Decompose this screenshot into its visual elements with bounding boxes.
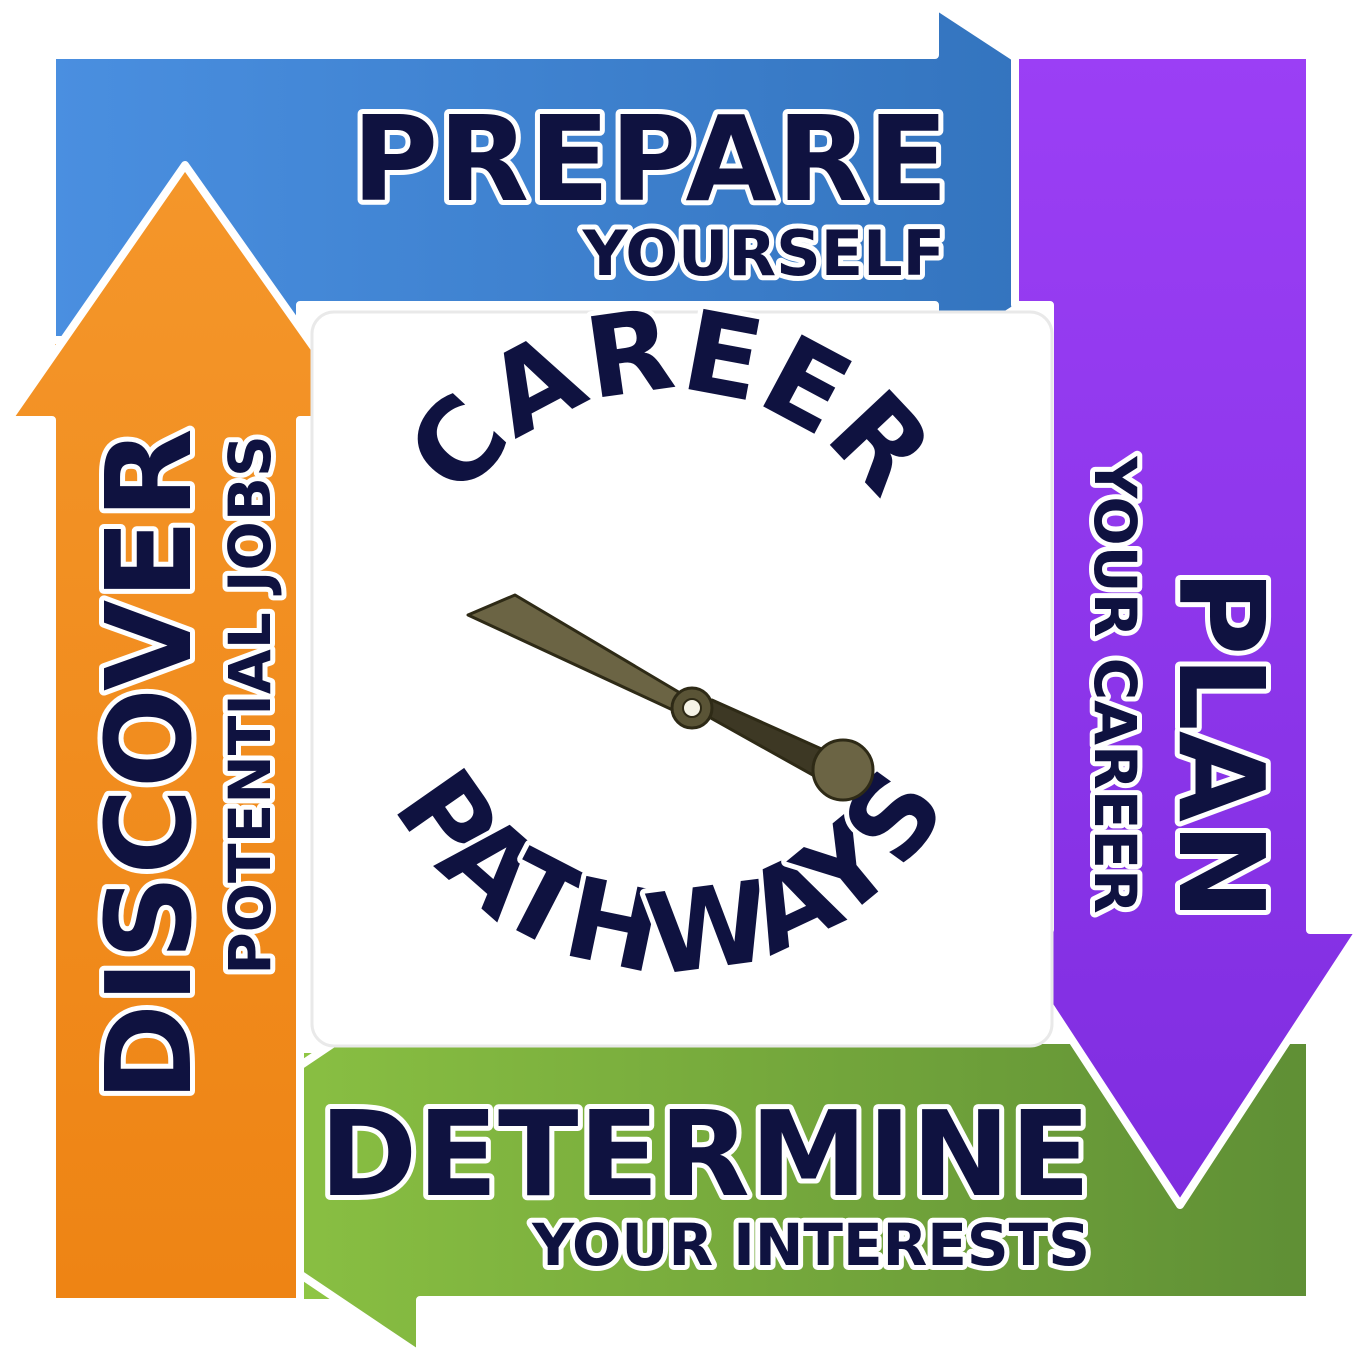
discover-title: DISCOVER (80, 428, 218, 1101)
center-panel (310, 310, 1054, 1048)
discover-arrow (4, 161, 369, 1306)
determine-title: DETERMINE (319, 1085, 1090, 1223)
discover-subtitle: POTENTIAL JOBS (216, 435, 284, 975)
determine-subtitle: YOUR INTERESTS (531, 1211, 1090, 1279)
prepare-subtitle: YOURSELF (582, 217, 945, 290)
plan-subtitle: YOUR CAREER (1081, 455, 1149, 913)
prepare-title: PREPARE (352, 90, 948, 228)
plan-title: PLAN (1152, 569, 1290, 921)
needle-icon (466, 593, 875, 802)
plan-arrow (996, 51, 1364, 1209)
